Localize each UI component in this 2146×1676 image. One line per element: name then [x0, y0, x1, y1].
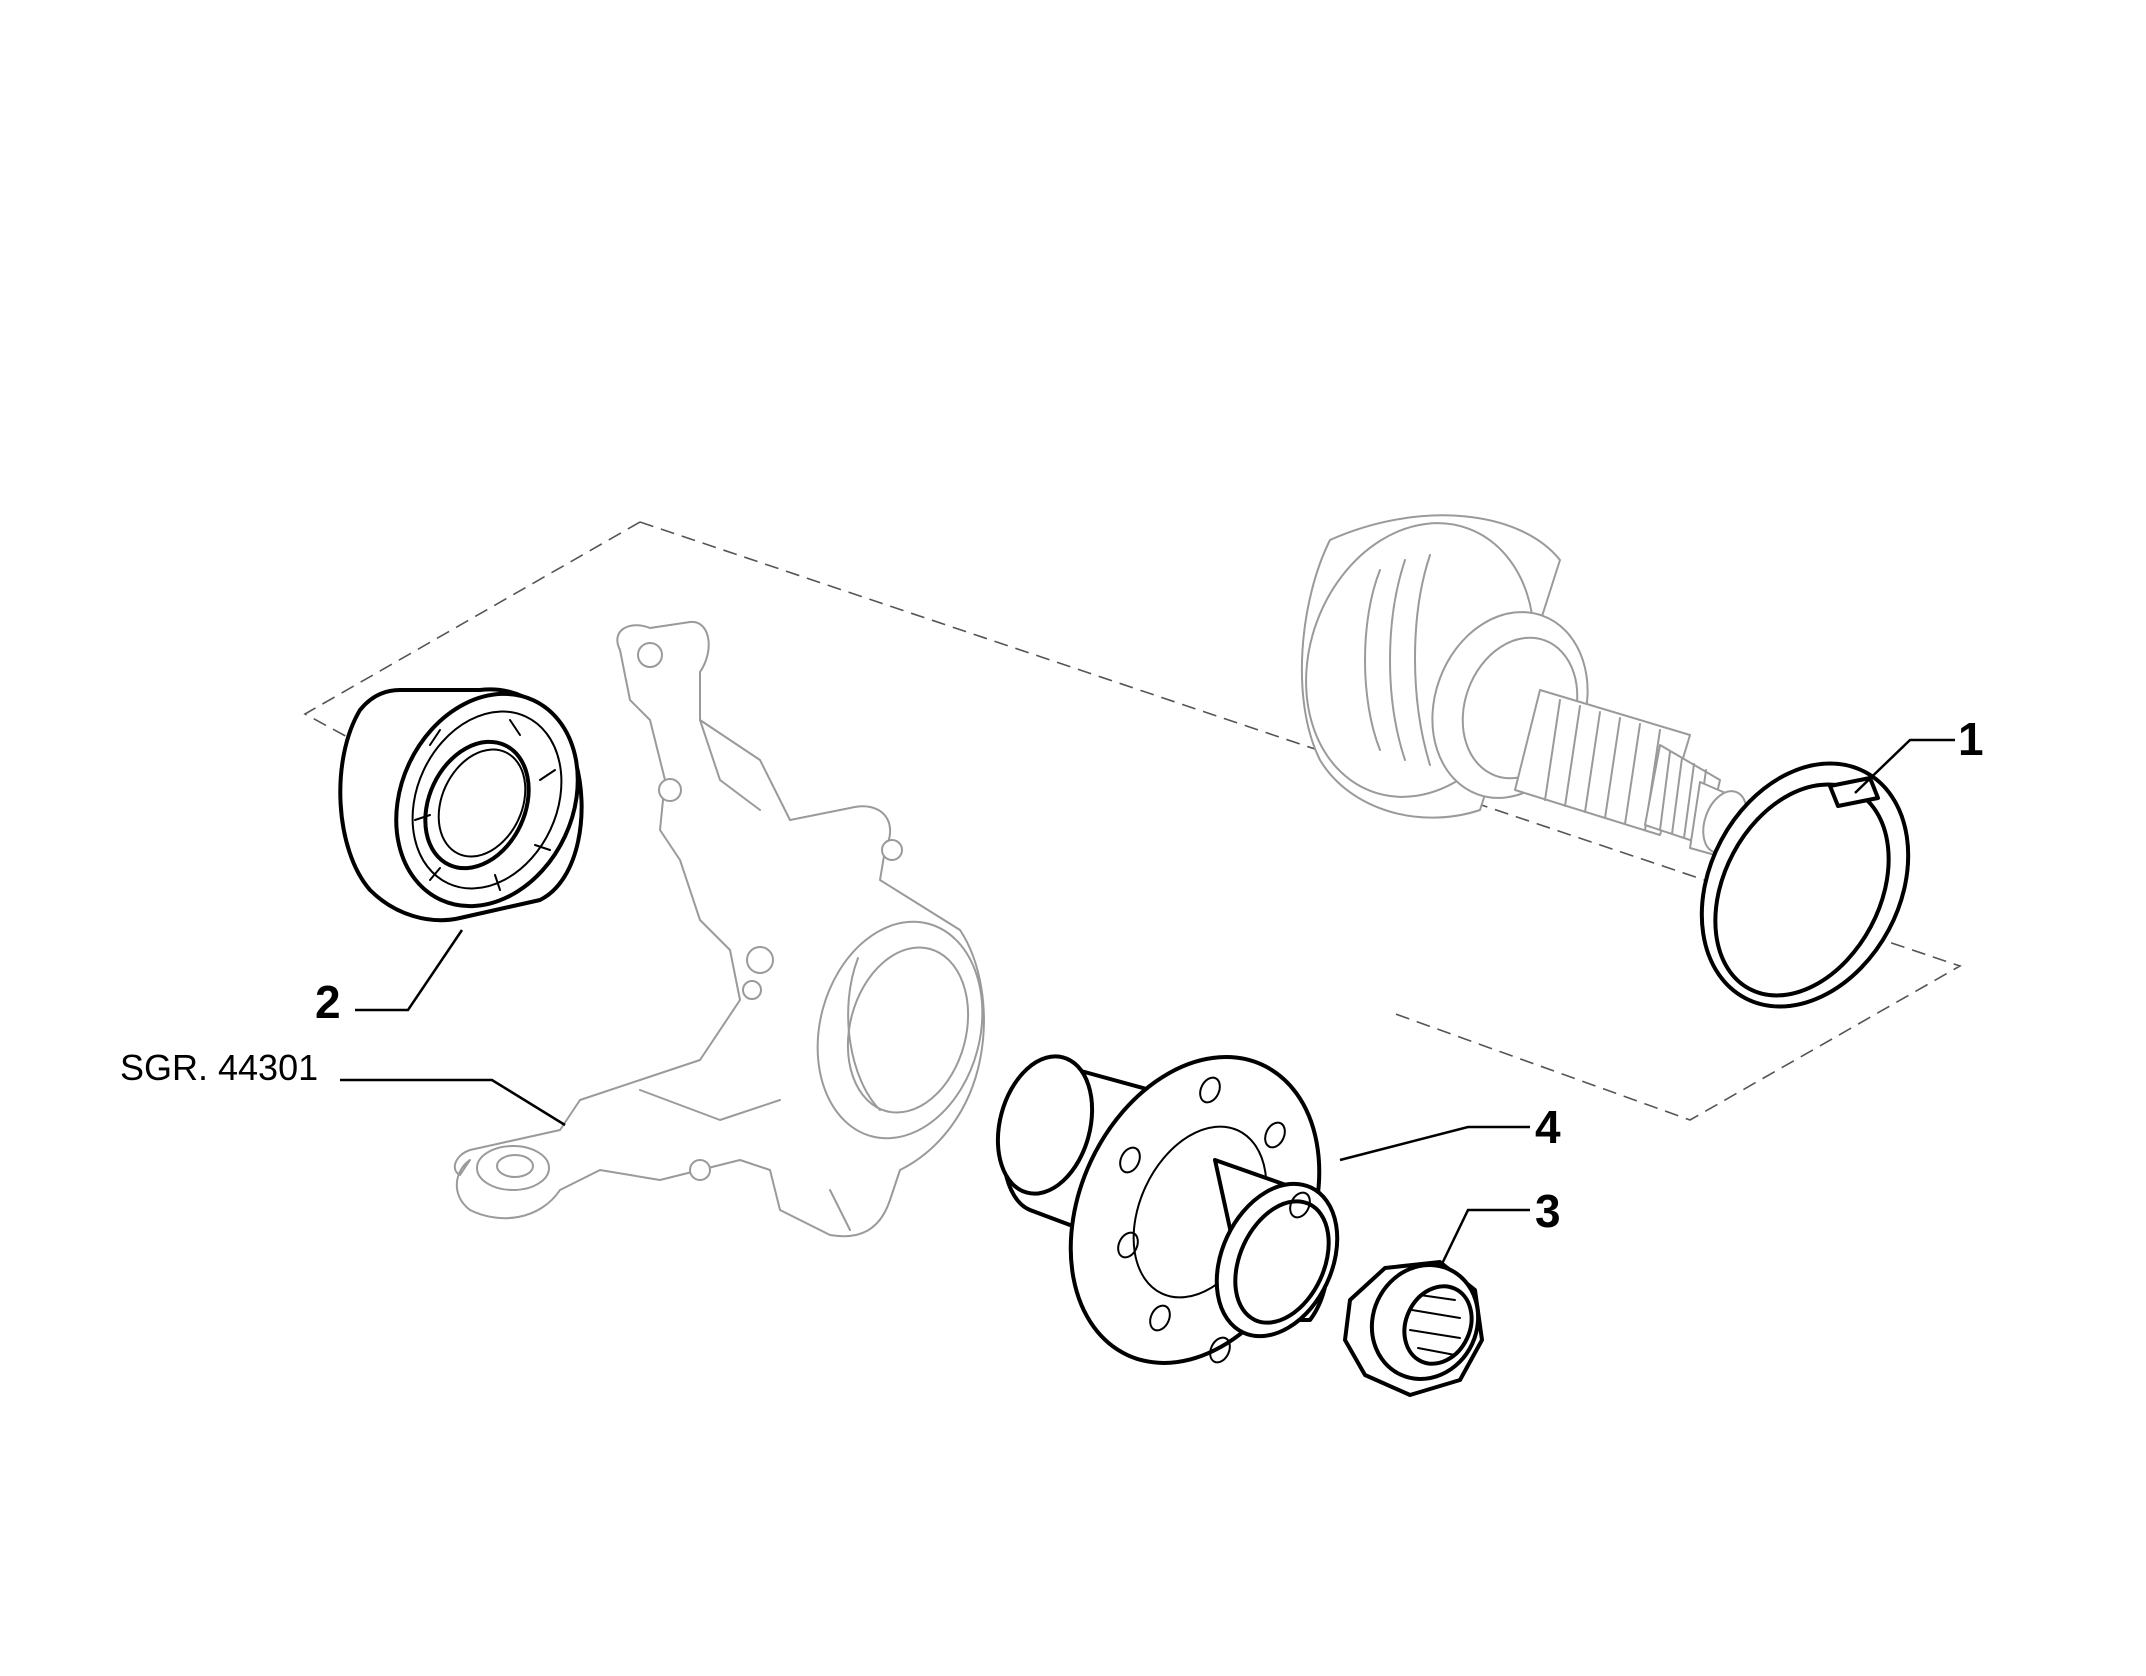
leader-line-2: [355, 929, 464, 1012]
wheel-hub-icon: [995, 1054, 1340, 1365]
leader-line-reference: [340, 1078, 566, 1127]
snap-ring-icon: [1699, 761, 1911, 1009]
hub-nut-icon: [1343, 1260, 1484, 1397]
leader-line-1: [1854, 738, 1955, 794]
wheel-bearing-icon: [338, 687, 584, 923]
cv-joint-shaft-icon: [1300, 514, 1748, 856]
callout-1: 1: [1958, 713, 1984, 765]
callout-3: 3: [1535, 1185, 1561, 1237]
leader-line-4: [1339, 1125, 1530, 1162]
assembly-plane-dashed-outline: [303, 521, 1962, 1121]
callout-4: 4: [1535, 1101, 1561, 1153]
callout-2: 2: [315, 976, 341, 1028]
reference-label: SGR. 44301: [120, 1047, 318, 1088]
leader-line-3: [1438, 1208, 1530, 1269]
steering-knuckle-icon: [453, 620, 985, 1238]
